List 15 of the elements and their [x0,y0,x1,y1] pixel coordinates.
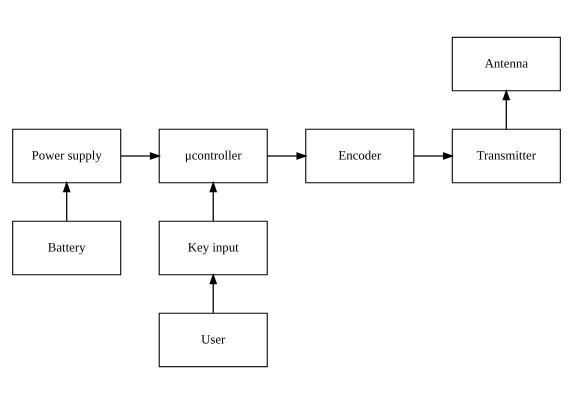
node-box: Encoder [305,128,414,183]
node-box: μcontroller [158,128,268,183]
node-box: Key input [158,220,268,275]
arrow [267,152,308,160]
node-box: Antenna [452,36,561,91]
arrow [502,88,510,128]
arrow [209,272,218,312]
node-box: Transmitter [452,128,561,183]
arrow [414,152,454,160]
node-box: Battery [12,220,122,275]
node-box: User [158,312,268,367]
node-box: Power supply [12,128,122,183]
arrow [62,180,71,220]
arrow [209,180,218,220]
arrow [120,152,161,160]
